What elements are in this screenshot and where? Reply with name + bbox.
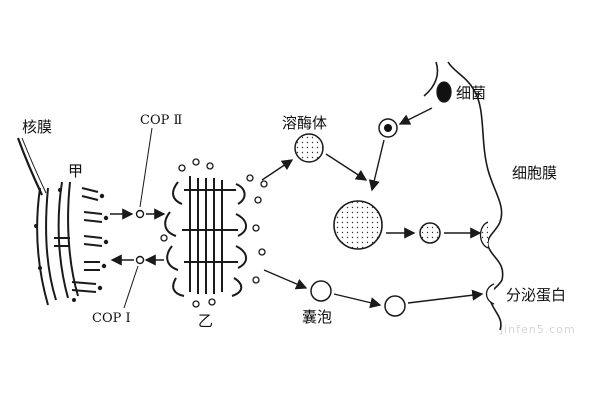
ribosome-dots: [34, 188, 109, 302]
nuclear-membrane: [16, 137, 43, 196]
bacterium: [436, 81, 452, 103]
label-secretory-protein: 分泌蛋白: [506, 286, 566, 304]
label-cell-membrane: 细胞膜: [512, 164, 557, 182]
arrow-phagosome-to-fusion: [368, 139, 385, 192]
arrow-golgi-to-lysosome: [261, 159, 294, 181]
residual-body: [419, 222, 441, 244]
label-cop1: COP Ⅰ: [92, 311, 131, 326]
golgi-apparatus: [164, 176, 247, 297]
lysosome: [294, 133, 324, 163]
cop2-leader-line: [139, 127, 153, 208]
label-cop2: COP Ⅱ: [140, 113, 182, 128]
exocytosis-bulge: [479, 221, 489, 249]
arrow-bacterium-engulfed: [398, 107, 433, 125]
phagosome-bacterium: [384, 124, 392, 132]
arrow-vesicle-to-vesicle: [333, 293, 382, 309]
label-bacterium: 细菌: [456, 84, 486, 102]
transport-vesicle: [310, 280, 332, 302]
endoplasmic-reticulum: [36, 181, 103, 306]
cop1-vesicle: [135, 255, 145, 265]
phagolysosome: [333, 200, 383, 250]
label-er: 甲: [68, 162, 83, 180]
cop2-vesicle: [135, 209, 145, 219]
arrow-to-secretion: [407, 289, 484, 304]
arrow-lysosome-to-fusion: [325, 153, 368, 181]
secretory-vesicle: [384, 295, 406, 317]
secretion-bulge: [485, 283, 495, 305]
watermark-text: jinfen5.com: [499, 323, 576, 336]
label-lysosome: 溶酶体: [282, 114, 327, 132]
cop1-leader-line: [123, 265, 139, 309]
label-vesicle: 囊泡: [302, 308, 332, 326]
arrow-golgi-to-vesicle: [263, 269, 308, 290]
golgi-vesicles: [160, 158, 268, 308]
label-nuclear-membrane: 核膜: [22, 118, 52, 136]
label-golgi: 乙: [198, 312, 213, 330]
